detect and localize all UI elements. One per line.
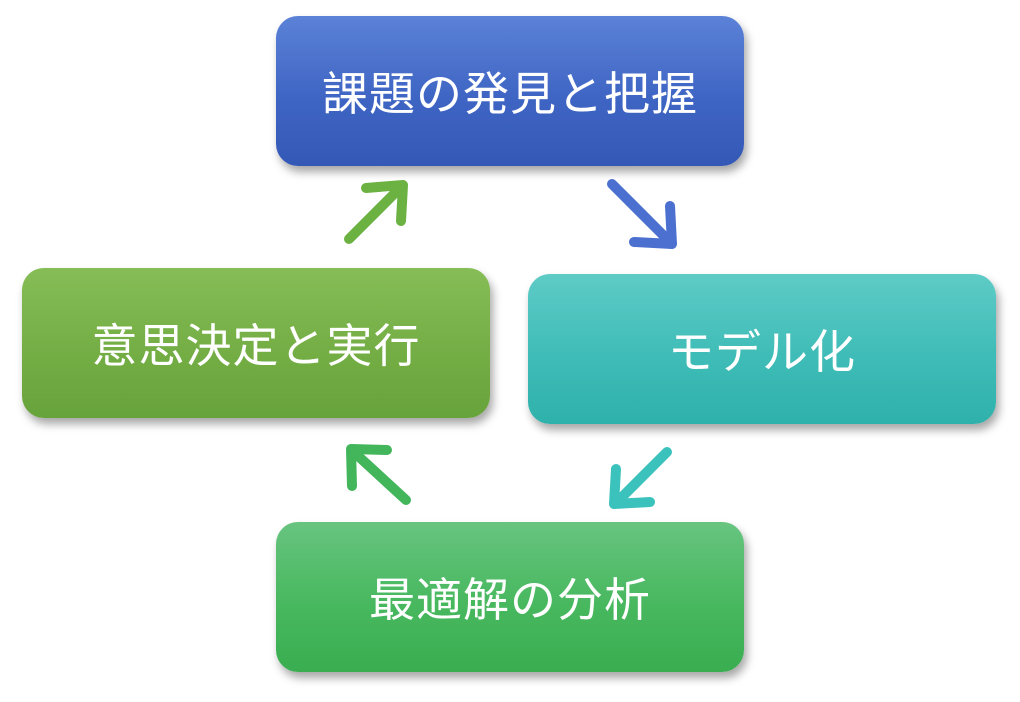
node-problem-discovery-label: 課題の発見と把握 bbox=[322, 67, 698, 121]
node-optimal-solution-analysis-label: 最適解の分析 bbox=[369, 573, 651, 627]
node-problem-discovery: 課題の発見と把握 bbox=[276, 16, 744, 166]
node-optimal-solution-analysis: 最適解の分析 bbox=[276, 522, 744, 672]
node-modeling-label: モデル化 bbox=[668, 325, 856, 379]
node-modeling: モデル化 bbox=[528, 274, 996, 424]
node-decision-and-execution-label: 意思決定と実行 bbox=[91, 319, 421, 373]
arrow-right-to-bottom bbox=[609, 447, 672, 509]
arrow-bottom-to-left bbox=[346, 444, 411, 505]
node-decision-and-execution: 意思決定と実行 bbox=[22, 268, 490, 418]
arrow-top-to-right bbox=[607, 179, 677, 249]
arrow-left-to-top bbox=[344, 180, 408, 244]
